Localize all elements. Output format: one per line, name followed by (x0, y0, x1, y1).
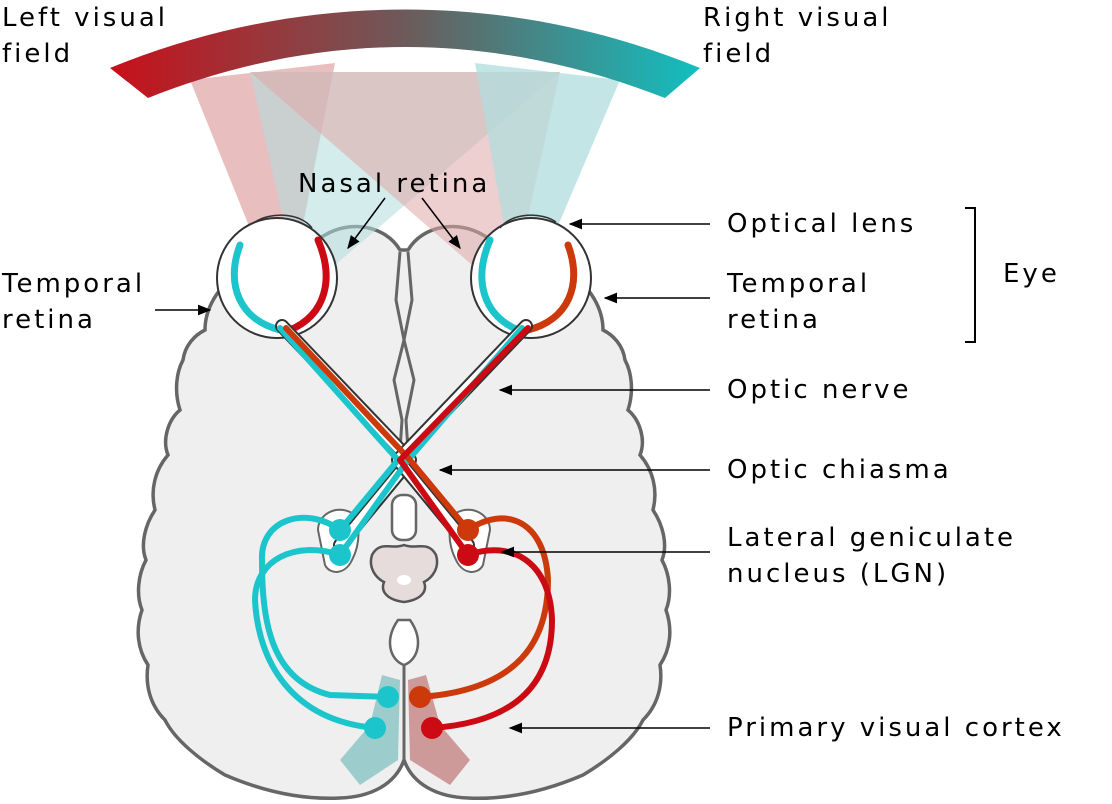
label-primary-visual-cortex: Primary visual cortex (727, 713, 1065, 743)
left-eye (216, 214, 338, 339)
cortex-dot (421, 717, 443, 739)
label-optical-lens: Optical lens (727, 209, 917, 239)
eye-bracket (965, 207, 976, 343)
label-optic-chiasma: Optic chiasma (727, 455, 952, 485)
cortex-dot (377, 686, 399, 708)
lgn-dot (329, 544, 351, 566)
midbrain (369, 543, 439, 604)
label-optic-nerve: Optic nerve (727, 375, 912, 405)
longitudinal-fissure (392, 251, 406, 451)
right-eye (470, 214, 592, 339)
red-pathway (283, 325, 555, 731)
lgn-dot (329, 519, 351, 541)
label-eye: Eye (1003, 259, 1060, 289)
visual-field-arc (110, 9, 700, 98)
cortex-dot (409, 686, 431, 708)
lgn-dot (457, 544, 479, 566)
lgn-dot (457, 519, 479, 541)
cortex-dot (364, 717, 386, 739)
pointer-arrows (155, 197, 710, 734)
label-nasal-retina: Nasal retina (298, 169, 491, 199)
